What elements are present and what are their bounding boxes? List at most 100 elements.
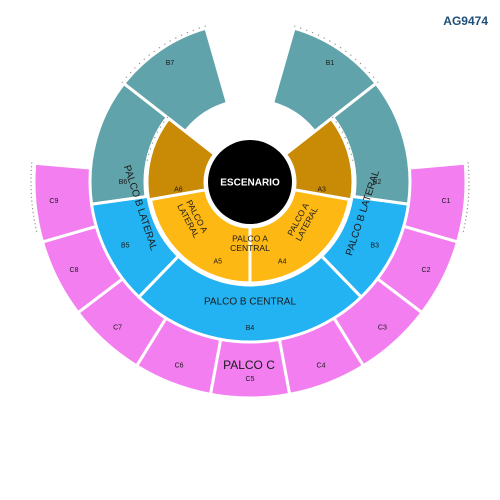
seat-marker [329, 40, 331, 42]
seat-marker [143, 58, 145, 60]
section-a5[interactable] [149, 188, 252, 285]
section-c5[interactable] [208, 335, 292, 400]
seat-marker [346, 142, 349, 144]
seat-marker [467, 200, 469, 202]
seat-marker [30, 185, 32, 187]
seat-marker [464, 223, 466, 225]
seat-marker [465, 215, 467, 217]
section-c9[interactable] [32, 161, 100, 244]
seat-marker [186, 31, 189, 34]
seat-marker [355, 58, 357, 60]
seat-marker [468, 177, 470, 179]
seat-marker [149, 148, 152, 150]
seat-marker [148, 153, 150, 156]
seat-marker [335, 121, 337, 123]
seat-marker [359, 62, 362, 65]
seat-marker [198, 27, 200, 29]
seat-marker [463, 226, 465, 229]
seat-marker [33, 215, 35, 217]
seat-marker [466, 211, 468, 214]
seat-marker [311, 31, 314, 34]
seat-marker [148, 54, 150, 56]
seat-marker [153, 50, 155, 53]
seat-marker [468, 173, 470, 176]
seat-marker [30, 188, 32, 191]
seat-marker [30, 196, 33, 198]
seat-marker [466, 208, 469, 210]
seat-marker [467, 162, 469, 164]
seat-marker [338, 126, 341, 128]
seat-marker [146, 159, 148, 161]
seat-marker [306, 29, 308, 31]
seat-marker [350, 54, 352, 56]
seat-marker [31, 204, 33, 206]
seat-marker [121, 81, 124, 84]
seat-marker [468, 188, 470, 191]
seat-marker [30, 166, 33, 168]
seat-marker [35, 226, 37, 229]
seat-marker [350, 153, 352, 156]
seat-marker [151, 142, 154, 144]
seat-marker [465, 219, 467, 221]
seat-marker [192, 29, 194, 31]
seat-marker [154, 136, 156, 139]
seat-marker [294, 25, 296, 27]
seat-marker [30, 173, 32, 176]
seat-marker [129, 71, 132, 74]
section-a6[interactable] [145, 117, 217, 202]
seat-marker [164, 43, 166, 45]
stage-label: ESCENARIO [220, 178, 280, 189]
section-b5[interactable] [90, 194, 180, 299]
seat-marker [334, 43, 336, 45]
seat-marker [30, 192, 32, 195]
seat-marker [468, 185, 470, 187]
seat-marker [468, 181, 470, 183]
seat-marker [134, 67, 136, 69]
seat-marker [341, 131, 344, 133]
seat-marker [468, 192, 470, 195]
seat-marker [163, 121, 165, 123]
seat-marker [156, 131, 159, 133]
seat-marker [317, 34, 320, 36]
seat-marker [30, 177, 32, 179]
seat-marker [377, 81, 379, 84]
seat-marker [35, 230, 38, 232]
seat-marker [180, 34, 183, 36]
seat-marker [30, 181, 32, 183]
seat-marker [364, 67, 366, 69]
seat-marker [31, 162, 33, 164]
map-code: AG9474 [443, 14, 488, 28]
seat-marker [467, 166, 470, 168]
seat-marker [31, 208, 34, 210]
seat-marker [352, 159, 354, 161]
seat-marker [339, 47, 342, 49]
seat-marker [348, 148, 351, 150]
section-b7[interactable] [122, 26, 229, 134]
seat-marker [467, 196, 470, 198]
seat-marker [32, 211, 34, 214]
seat-marker [166, 116, 168, 119]
seat-marker [30, 169, 32, 172]
stage [208, 140, 292, 224]
seat-marker [467, 204, 469, 206]
seat-marker [204, 25, 206, 27]
seat-marker [175, 37, 177, 39]
seat-marker [300, 27, 302, 29]
seat-marker [169, 40, 171, 42]
seat-marker [462, 230, 465, 232]
seat-marker [372, 76, 375, 79]
seat-marker [159, 126, 162, 128]
seat-marker [34, 223, 36, 225]
seat-marker [138, 62, 141, 65]
seat-marker [368, 71, 371, 74]
seat-marker [323, 37, 325, 39]
seat-marker [158, 47, 161, 49]
seat-marker [468, 169, 470, 172]
seat-marker [344, 136, 346, 139]
seat-marker [125, 76, 128, 79]
section-b4[interactable] [137, 254, 363, 344]
section-a3[interactable] [283, 117, 355, 202]
section-a4[interactable] [248, 188, 351, 285]
seat-marker [345, 50, 347, 53]
